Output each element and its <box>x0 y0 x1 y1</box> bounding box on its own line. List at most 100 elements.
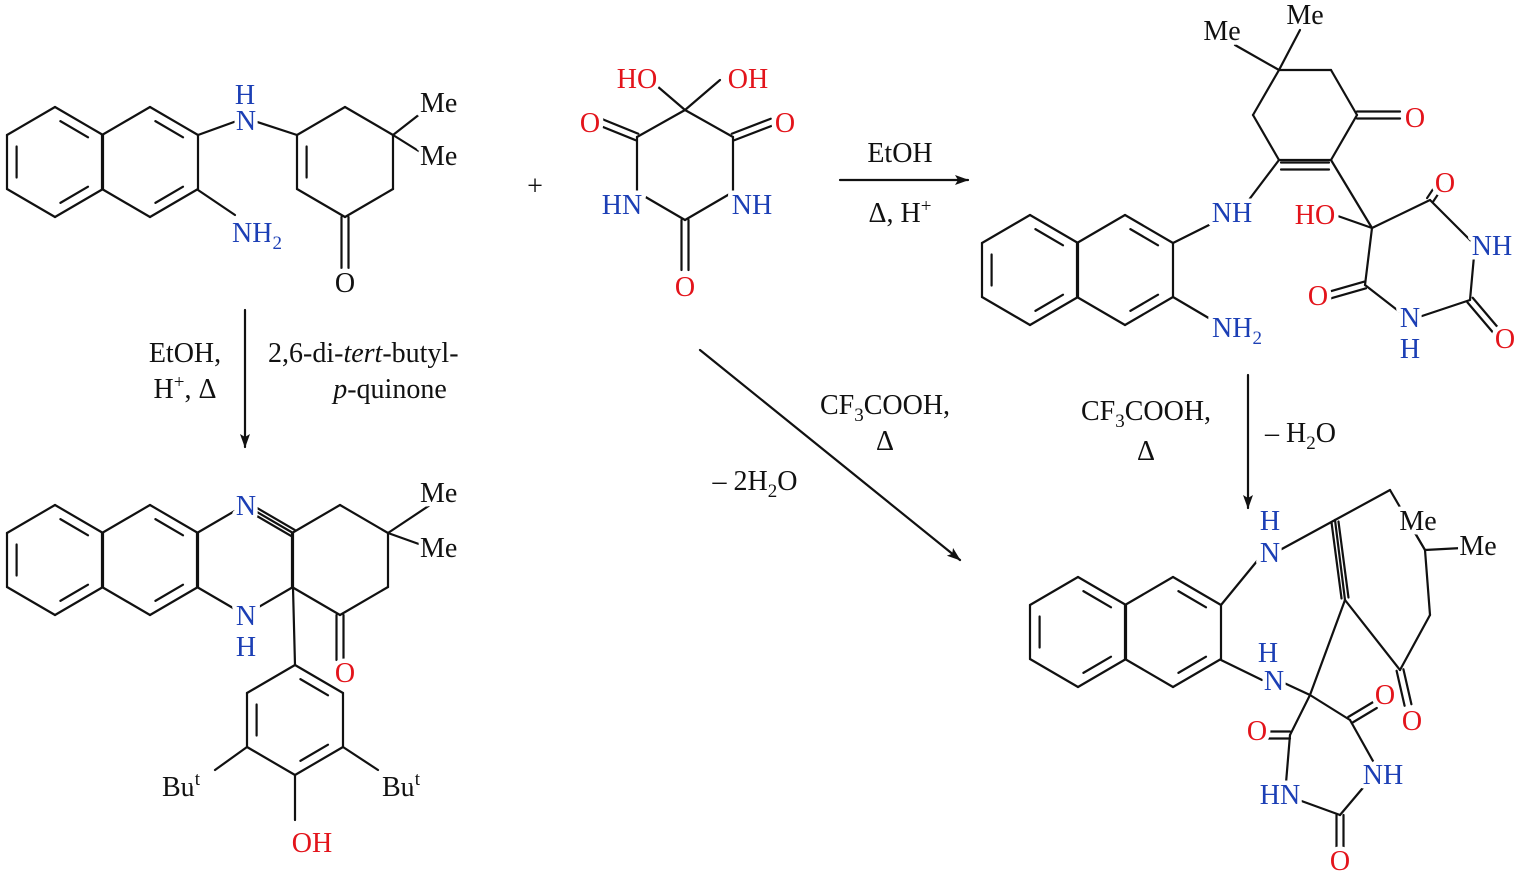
atom-me: Me <box>420 533 457 564</box>
bond <box>196 188 237 217</box>
ring-bond <box>245 663 297 695</box>
reactant-alloxan-hydrate: HO OH O O O HN NH <box>575 60 799 308</box>
atom-tert-butyl: But <box>162 769 201 803</box>
ring-bond <box>148 585 200 617</box>
ring-bond <box>1428 198 1477 247</box>
double-bond <box>1466 301 1497 337</box>
ring-bond <box>293 663 345 695</box>
ring-bond <box>1343 598 1402 672</box>
arrow-diagonal <box>698 348 962 562</box>
bond <box>1233 43 1281 72</box>
ring-bond <box>1076 657 1128 689</box>
ring-bond <box>343 105 395 137</box>
aromatic-inner-bond <box>1177 590 1208 609</box>
ring-bond <box>1123 213 1175 245</box>
ring-bond <box>295 187 347 219</box>
atom-nh: NH <box>1363 760 1403 791</box>
ring-bond <box>1398 613 1432 672</box>
ring-bond <box>1123 657 1175 689</box>
atom-me: Me <box>1203 16 1240 47</box>
atom-n: N <box>236 106 256 137</box>
ring-bond <box>1251 68 1281 117</box>
ring-bond <box>635 190 687 222</box>
ring-bond <box>683 190 735 222</box>
aromatic-inner-bond <box>59 185 90 204</box>
bond <box>196 116 247 137</box>
double-bond <box>1402 668 1413 706</box>
double-bond <box>1431 185 1445 204</box>
atom-n: N <box>236 601 256 632</box>
atom-h: H <box>1260 506 1280 537</box>
ring-bond <box>148 503 200 535</box>
atom-h: H <box>1258 638 1278 669</box>
bond <box>1243 158 1281 207</box>
ring-bond <box>1348 718 1380 772</box>
double-bond <box>245 500 296 532</box>
bond <box>683 78 722 112</box>
aromatic-inner-bond <box>1034 293 1065 312</box>
ring-bond <box>1329 113 1359 162</box>
atom-o: O <box>580 108 600 139</box>
atom-h: H <box>1400 334 1420 365</box>
ring-bond <box>295 105 347 137</box>
bond <box>1280 680 1312 697</box>
aromatic-inner-bond <box>154 518 185 537</box>
condition-reagent: 2,6-di-tert-butyl- <box>268 338 459 369</box>
atom-o: O <box>1402 706 1422 737</box>
condition-loss: – H2O <box>1264 418 1336 454</box>
ring-bond <box>1171 657 1223 689</box>
ring-bond <box>1408 298 1472 322</box>
ring-bond <box>1423 548 1432 617</box>
aromatic-inner-bond <box>154 120 185 139</box>
bond <box>391 133 427 157</box>
condition-heat: Δ <box>876 426 894 457</box>
bond <box>213 745 249 772</box>
bond <box>1410 526 1427 552</box>
atom-h: H <box>236 632 256 663</box>
ring-bond <box>1363 283 1412 322</box>
atom-n: N <box>1400 303 1420 334</box>
double-bond <box>1337 520 1350 599</box>
double-bond <box>1425 181 1439 200</box>
bond <box>243 116 299 137</box>
double-bond <box>1327 280 1366 293</box>
ring-bond <box>5 105 57 137</box>
atom-o: O <box>1247 716 1267 747</box>
atom-o: O <box>335 268 355 299</box>
atom-ho: HO <box>1295 200 1335 231</box>
aromatic-inner-bond <box>1082 590 1113 609</box>
ring-bond <box>343 187 395 219</box>
ring-bond <box>53 105 105 137</box>
aromatic-inner-bond <box>1177 655 1208 674</box>
atom-o: O <box>335 658 355 689</box>
atom-nh: NH <box>1472 231 1512 262</box>
bond <box>1219 658 1264 682</box>
double-bond <box>1395 669 1406 707</box>
aromatic-inner-bond <box>59 583 90 602</box>
bond <box>1423 546 1464 552</box>
atom-tert-butyl: But <box>382 769 421 803</box>
aromatic-inner-bond <box>299 743 330 762</box>
bond <box>1277 28 1302 72</box>
aromatic-inner-bond <box>299 678 330 697</box>
ring-bond <box>293 745 345 777</box>
atom-me: Me <box>420 88 457 119</box>
ring-bond <box>1288 693 1312 737</box>
ring-bond <box>1283 733 1292 797</box>
condition-heat-acid: Δ, H+ <box>869 196 932 229</box>
ring-bond <box>100 503 152 535</box>
bond <box>1171 220 1217 245</box>
double-bond <box>597 124 637 142</box>
atom-o: O <box>675 272 695 303</box>
ring-bond <box>338 585 390 617</box>
bond <box>386 531 432 550</box>
ring-bond <box>148 187 200 219</box>
bond <box>1308 598 1347 697</box>
ring-bond <box>1363 226 1374 287</box>
atom-n: N <box>236 491 256 522</box>
bond <box>1333 213 1374 230</box>
double-bond <box>600 117 640 135</box>
ring-bond <box>338 503 390 535</box>
condition-heat: Δ <box>1137 436 1155 467</box>
